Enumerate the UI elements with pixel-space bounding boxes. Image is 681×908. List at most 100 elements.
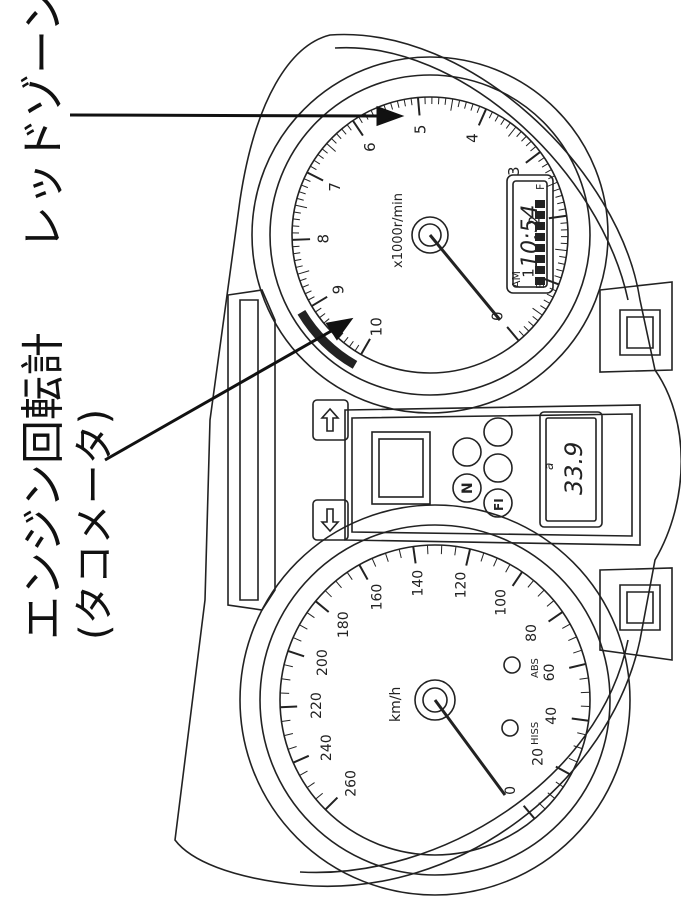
tachometer-tick <box>450 98 454 111</box>
tachometer-tick <box>555 194 563 198</box>
tachometer-tick <box>299 278 307 282</box>
tachometer-tick <box>521 135 527 142</box>
fuel-bar <box>535 255 545 263</box>
tachometer-tick <box>559 255 567 259</box>
speedometer-tick <box>548 611 564 623</box>
housing-outline <box>174 33 681 888</box>
speedometer-tick <box>287 745 297 750</box>
tachometer-tick <box>302 284 309 288</box>
speedometer-tick <box>398 549 402 559</box>
temp-indicator <box>483 417 513 447</box>
tachometer-tick <box>292 245 300 248</box>
speedometer-tick-label: 120 <box>454 572 470 599</box>
speedometer-tick <box>546 600 555 607</box>
speedometer-tick <box>346 572 353 580</box>
tachometer-tick <box>500 118 505 126</box>
speedometer-tick <box>306 612 315 619</box>
tachometer-tick <box>292 218 300 221</box>
tachometer-tick <box>525 140 532 147</box>
tachometer-tick <box>532 307 543 316</box>
tachometer-tick <box>304 290 312 295</box>
tachometer-unit-label: x1000r/min <box>391 193 406 268</box>
tachometer-tick <box>525 151 541 164</box>
speedometer-tick <box>562 623 571 629</box>
speedometer-tick <box>324 796 339 811</box>
tachometer-tick <box>530 146 537 152</box>
speedometer-tick <box>315 792 324 800</box>
speedometer-tick <box>280 705 298 709</box>
clock-ampm: AM <box>510 271 523 288</box>
fuel-empty-label: E <box>534 282 547 289</box>
tachometer-tick <box>346 124 352 131</box>
speedometer-tick <box>299 624 308 630</box>
tachometer-tick <box>555 248 568 252</box>
redzone-arrow <box>69 113 391 118</box>
tachometer-tick <box>323 318 330 324</box>
tachometer-tick-label: 1 <box>519 268 537 278</box>
tachometer-tick <box>532 315 539 322</box>
speedometer-tick <box>281 678 291 681</box>
bracket-bottom <box>619 584 661 631</box>
speedometer-tick <box>314 600 330 613</box>
fuel-bar <box>535 244 545 252</box>
speedometer-tick <box>573 649 582 654</box>
tachometer-tick <box>297 270 310 275</box>
tachometer-tick <box>303 178 311 182</box>
speedometer-tick <box>573 745 583 750</box>
tachometer-tick <box>541 163 549 168</box>
speedometer-tick-label: 240 <box>319 734 335 761</box>
speedometer-tick-label: 260 <box>344 770 360 797</box>
tachometer-tick-label: 7 <box>326 182 344 192</box>
speedometer-tick <box>547 792 556 799</box>
speedometer-tick <box>281 719 291 723</box>
speedometer-tick <box>324 590 332 598</box>
speedometer-tick <box>283 664 293 668</box>
headlight-indicator <box>452 437 482 467</box>
odometer-lcd <box>539 411 603 528</box>
speedometer-tick <box>306 782 315 789</box>
tachometer-tick <box>538 157 545 162</box>
speedometer-tick <box>568 636 577 641</box>
fuel-bar <box>535 233 545 241</box>
tachometer-tick <box>315 307 322 313</box>
speedometer-tick <box>292 637 302 642</box>
neutral-label: N <box>460 482 476 494</box>
tachometer-tick <box>296 197 304 201</box>
abs-indicator <box>503 656 521 674</box>
tachometer-tick <box>331 138 337 144</box>
speedometer-tick-label: 80 <box>524 624 540 642</box>
tachometer-tick <box>354 344 360 352</box>
speedometer-tick <box>299 770 308 776</box>
speedometer-tick <box>493 557 498 567</box>
speedometer-tick <box>454 546 457 556</box>
neutral-indicator <box>452 473 482 503</box>
hiss-label: HISS <box>530 722 541 745</box>
tachometer-tick <box>348 340 354 348</box>
speedometer-tick <box>555 765 572 776</box>
speedometer-tick <box>511 571 524 587</box>
speedometer-tick-label: 140 <box>410 570 426 597</box>
tachometer-needle <box>428 234 502 321</box>
speedometer-unit-label: km/h <box>388 687 404 722</box>
fi-indicator <box>483 488 513 518</box>
speedometer-tick-label: 200 <box>315 649 331 676</box>
tachometer-tick <box>416 97 421 116</box>
tachometer-tick <box>470 103 474 111</box>
speedometer-tick <box>522 805 536 820</box>
tachometer-tick-label: 5 <box>411 125 429 135</box>
tachometer-tick <box>311 295 328 307</box>
tachometer-tick <box>352 120 364 137</box>
fuel-bar <box>535 200 545 208</box>
speedometer-tick <box>412 546 417 564</box>
speedometer-tick-label: 60 <box>542 664 558 682</box>
tachometer-tick <box>341 128 347 135</box>
tachometer-tick <box>317 154 324 159</box>
tachometer-tick <box>396 100 400 108</box>
tachometer-tick <box>321 148 328 154</box>
tachometer-tick <box>298 191 306 195</box>
fuel-bar <box>535 277 545 285</box>
speedometer-tick <box>287 649 305 658</box>
odometer-value: 33.9 <box>560 442 588 495</box>
fuel-bar <box>535 211 545 219</box>
